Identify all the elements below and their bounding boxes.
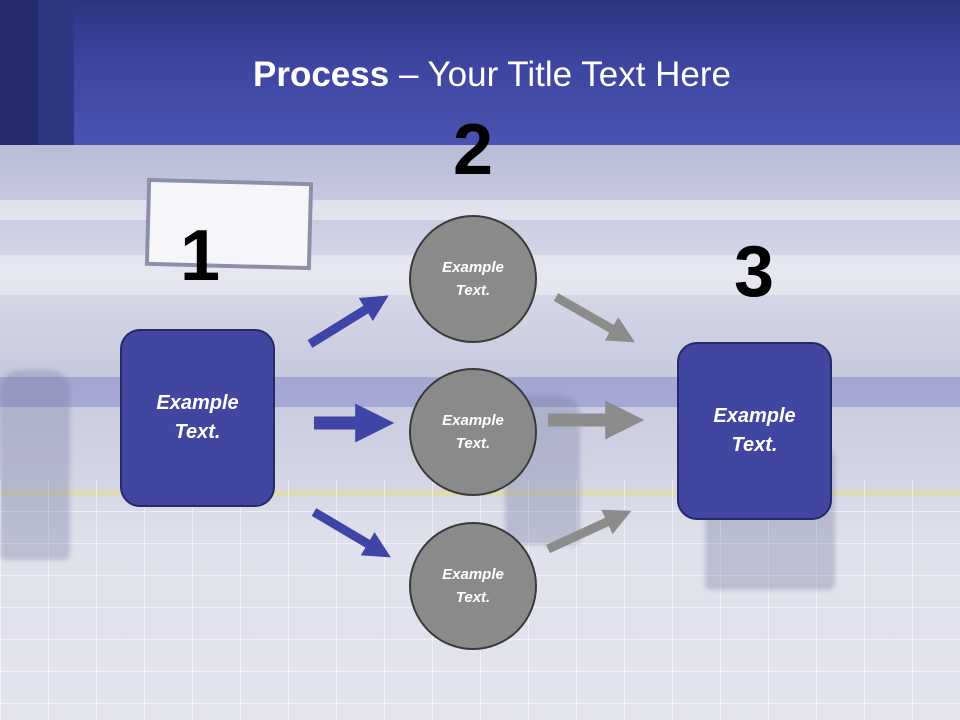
- step-2-circle-bottom: Example Text.: [409, 522, 537, 650]
- arrow-right-up-icon: [307, 295, 389, 348]
- step-number-2: 2: [452, 110, 494, 190]
- circle-label: Example Text.: [442, 259, 504, 299]
- header-stripe: [0, 0, 38, 145]
- step-2-circle-top: Example Text.: [409, 215, 537, 343]
- blurred-person: [0, 370, 70, 560]
- header-stripe: [38, 0, 74, 145]
- step-1-label: Example Text.: [156, 392, 239, 443]
- arrow-right-down-icon: [311, 508, 391, 558]
- slide-title: Process – Your Title Text Here: [0, 52, 960, 98]
- step-3-box: Example Text.: [677, 342, 832, 520]
- step-number-3: 3: [733, 232, 775, 312]
- circle-label: Example Text.: [442, 412, 504, 452]
- circle-label: Example Text.: [442, 566, 504, 606]
- step-number-1: 1: [179, 216, 221, 296]
- step-1-box: Example Text.: [120, 329, 275, 507]
- arrow-right-up-icon: [546, 509, 632, 554]
- title-bar: Process – Your Title Text Here: [0, 0, 960, 145]
- step-3-label: Example Text.: [713, 405, 796, 456]
- title-rest: – Your Title Text Here: [389, 55, 731, 94]
- title-bold: Process: [253, 55, 390, 94]
- arrow-right-down-icon: [553, 293, 635, 343]
- step-2-circle-middle: Example Text.: [409, 368, 537, 496]
